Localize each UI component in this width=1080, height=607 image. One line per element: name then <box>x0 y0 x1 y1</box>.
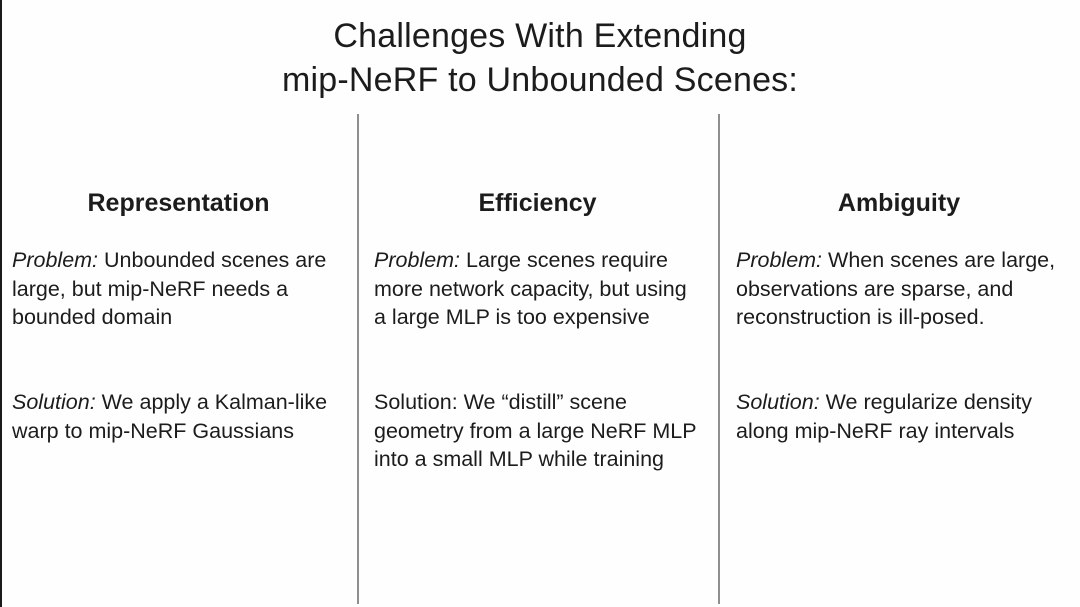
problem-label: Problem: <box>12 248 99 272</box>
problem-text: Large scenes require more network capaci… <box>374 248 687 329</box>
column-header-ambiguity: Ambiguity <box>837 189 961 217</box>
representation-solution: Solution: We apply a Kalman-like warp to… <box>12 388 345 445</box>
left-edge-line <box>0 0 2 607</box>
solution-text: We regularize density along mip-NeRF ray… <box>736 390 1032 443</box>
problem-label: Problem: <box>736 248 823 272</box>
problem-label: Problem: <box>374 248 461 272</box>
slide-title: Challenges With Extending mip-NeRF to Un… <box>0 14 1080 102</box>
solution-label: Solution: <box>736 390 820 414</box>
efficiency-problem: Problem: Large scenes require more netwo… <box>374 246 701 332</box>
efficiency-solution: Solution: We “distill” scene geometry fr… <box>374 388 701 474</box>
title-line-2: mip-NeRF to Unbounded Scenes: <box>281 61 799 99</box>
column-representation: Representation Problem: Unbounded scenes… <box>0 0 357 607</box>
column-ambiguity: Ambiguity Problem: When scenes are large… <box>718 0 1080 607</box>
representation-problem: Problem: Unbounded scenes are large, but… <box>12 246 345 332</box>
column-divider-1 <box>357 114 359 604</box>
problem-text: When scenes are large, observations are … <box>736 248 1056 329</box>
column-efficiency: Efficiency Problem: Large scenes require… <box>357 0 718 607</box>
solution-label: Solution: <box>374 390 458 414</box>
column-divider-2 <box>718 114 720 604</box>
column-header-efficiency: Efficiency <box>478 189 597 217</box>
solution-text: We “distill” scene geometry from a large… <box>374 390 697 471</box>
column-header-representation: Representation <box>87 189 270 217</box>
ambiguity-solution: Solution: We regularize density along mi… <box>736 388 1062 445</box>
solution-text: We apply a Kalman-like warp to mip-NeRF … <box>12 390 328 443</box>
problem-text: Unbounded scenes are large, but mip-NeRF… <box>12 248 327 329</box>
ambiguity-problem: Problem: When scenes are large, observat… <box>736 246 1062 332</box>
solution-label: Solution: <box>12 390 96 414</box>
title-line-1: Challenges With Extending <box>333 17 747 55</box>
